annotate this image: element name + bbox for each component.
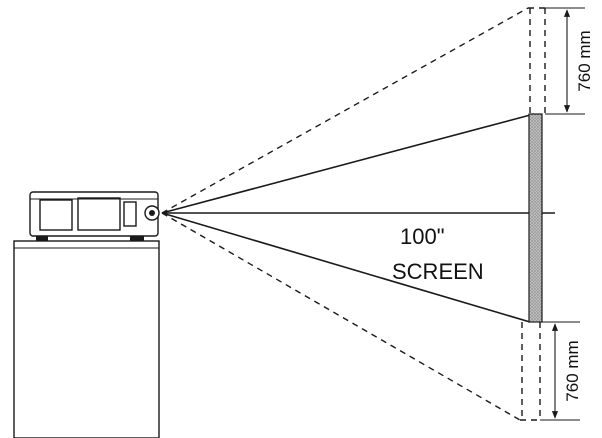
- screen-size-label: 100": [400, 224, 445, 249]
- ghost-screens: [520, 7, 546, 421]
- screen-label: 100" SCREEN: [392, 224, 484, 284]
- top-offset-label: 760 mm: [575, 30, 594, 91]
- screen-type-label: SCREEN: [392, 259, 484, 284]
- bottom-offset-dimension: 760 mm: [540, 321, 582, 421]
- offset-beams: [161, 7, 529, 421]
- top-offset-dimension: 760 mm: [545, 7, 594, 115]
- projection-beams: [161, 113, 555, 323]
- screen: [528, 113, 543, 323]
- bottom-offset-label: 760 mm: [563, 340, 582, 401]
- projector: [29, 191, 160, 241]
- projector-stand: [13, 240, 160, 438]
